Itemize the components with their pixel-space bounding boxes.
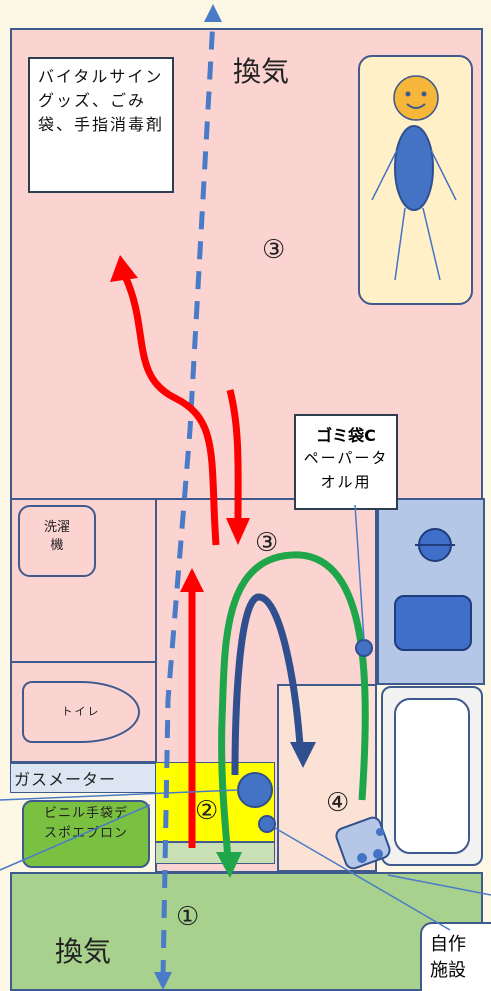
step-3-upper-label: ③ [262, 235, 286, 265]
trash-bag-point [355, 639, 373, 657]
gas-meter-leader [0, 789, 239, 801]
ventilation-bottom-label: 換気 [55, 935, 112, 968]
airflow-dashed-line [160, 19, 216, 979]
trash-bag-leader [354, 504, 365, 641]
step-4-label: ④ [326, 788, 350, 818]
person-body [394, 125, 434, 211]
red-route-down [226, 389, 242, 521]
gas-meter-area [10, 763, 157, 793]
step-3-lower-label: ③ [255, 528, 279, 558]
airflow-arrow-top [204, 4, 222, 22]
stove-burner-line [415, 544, 455, 546]
trash-can-leader [387, 874, 491, 896]
person-leg-left [394, 207, 406, 281]
gloves-leader [0, 804, 151, 871]
red-route-curve-head [110, 255, 138, 282]
person-arm-left [371, 149, 398, 201]
step-1-label: ① [176, 902, 200, 932]
callout-text: 自作 施設 [430, 934, 466, 981]
green-route-head [216, 852, 242, 878]
supplies-note: バイタルサイングッズ、ごみ袋、手指消毒剤 [28, 57, 174, 193]
toilet-label: トイレ [61, 705, 101, 718]
trash-bag-title: ゴミ袋C [316, 426, 376, 445]
trash-bag-box: ゴミ袋C ペーパータオル用 [294, 414, 398, 510]
outlet-leader [274, 827, 451, 931]
entry-area [10, 872, 483, 991]
navy-route-head [290, 742, 316, 768]
trash-can-dot-3 [376, 828, 384, 836]
entry-step [155, 842, 275, 864]
person-eye-right [421, 91, 427, 97]
washer-label: 洗濯機 [43, 520, 70, 553]
callout-box: 自作 施設 [420, 922, 491, 991]
person-smile [406, 103, 426, 109]
gas-meter-label: ガスメーター [14, 770, 117, 789]
trash-bag-sub: ペーパータオル用 [303, 449, 389, 491]
ventilation-top-label: 換気 [233, 55, 290, 88]
toilet: トイレ [22, 681, 140, 743]
person-arm-right [430, 149, 457, 201]
washer: 洗濯機 [18, 505, 96, 577]
person-eye-left [405, 91, 411, 97]
red-route-curve [121, 274, 220, 546]
trash-can-dot-1 [357, 853, 367, 863]
navy-route [231, 593, 304, 776]
step-2-label: ② [195, 796, 219, 826]
red-route-up-head [180, 568, 204, 592]
sink [394, 595, 472, 651]
red-route-down-head [226, 518, 250, 545]
airflow-arrow-bottom [154, 972, 172, 990]
person-face [393, 75, 439, 121]
gloves-apron-box [22, 800, 150, 868]
outlet-point [258, 815, 276, 833]
person-leg-right [422, 207, 441, 281]
trash-can-dot-2 [373, 849, 383, 859]
bathtub-inner [394, 698, 470, 854]
gas-meter-point [237, 772, 273, 808]
